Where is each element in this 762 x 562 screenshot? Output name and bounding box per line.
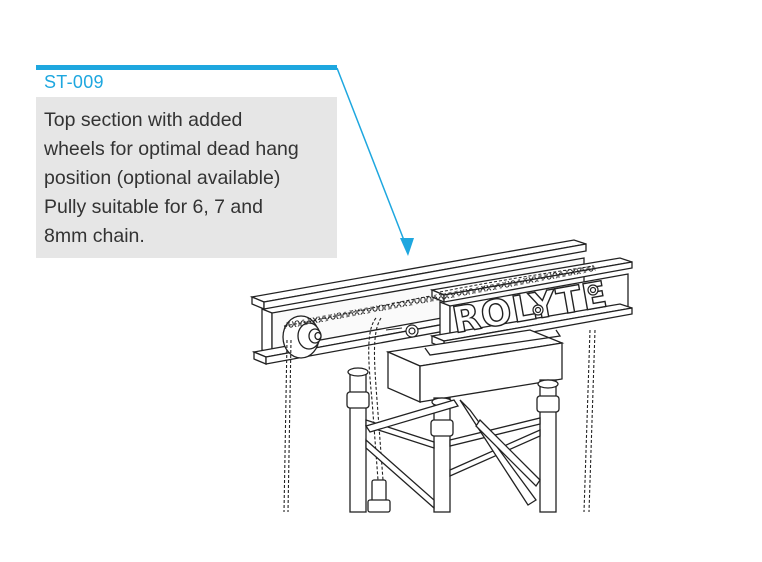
chain-hook: [367, 479, 391, 513]
chain-top: [283, 265, 596, 329]
hanging-chains: [283, 317, 596, 513]
plate-bolts: [405, 284, 599, 338]
product-code: ST-009: [44, 72, 104, 92]
callout-accent-bar: [36, 65, 337, 70]
callout-leader-arrow: [336, 67, 414, 256]
description-text: Top section with added wheels for optima…: [44, 109, 299, 247]
top-block: [385, 329, 565, 403]
description-box: Top section with added wheels for optima…: [36, 97, 337, 258]
truss-structure: [346, 367, 560, 513]
